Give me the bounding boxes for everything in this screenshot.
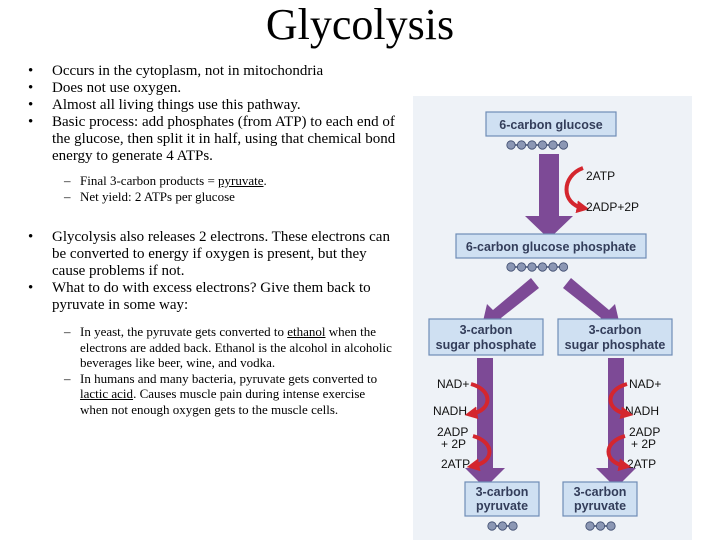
sugar-phosphate-right-line2: sugar phosphate bbox=[565, 338, 666, 352]
sub-item-final-products: Final 3-carbon products = pyruvate. bbox=[64, 173, 400, 189]
glucose-label: 6-carbon glucose bbox=[499, 118, 603, 132]
bullet-item: Basic process: add phosphates (from ATP)… bbox=[28, 114, 400, 165]
pyruvate-beads-right bbox=[585, 521, 616, 531]
atp-out-label-left: 2ATP bbox=[441, 457, 470, 471]
sub-text: Net yield: 2 ATPs per glucose bbox=[80, 188, 235, 204]
atp-curve-right bbox=[606, 434, 632, 472]
bullet-item: Does not use oxygen. bbox=[28, 80, 400, 97]
sugar-phosphate-left-line2: sugar phosphate bbox=[436, 338, 537, 352]
page-title: Glycolysis bbox=[265, 0, 455, 49]
glucose-beads bbox=[506, 140, 569, 150]
pyruvate-box-right bbox=[562, 481, 638, 517]
sub-text: In humans and many bacteria, pyruvate ge… bbox=[80, 370, 378, 386]
sub-list-top: Final 3-carbon products = pyruvate. Net … bbox=[64, 173, 400, 204]
pyruvate-box-left bbox=[464, 481, 540, 517]
sub-item-net-yield: Net yield: 2 ATPs per glucose bbox=[64, 189, 400, 205]
adp-label-left-2: + 2P bbox=[441, 437, 466, 451]
sub-item-humans: In humans and many bacteria, pyruvate ge… bbox=[64, 371, 394, 418]
nad-label-left: NAD+ bbox=[437, 377, 469, 391]
pyruvate-left-line1: 3-carbon bbox=[476, 485, 529, 499]
pyruvate-right-line2: pyruvate bbox=[574, 499, 626, 513]
pyruvate-left-line2: pyruvate bbox=[476, 499, 528, 513]
sub-text: . bbox=[263, 173, 267, 188]
bullet-item: Almost all living things use this pathwa… bbox=[28, 97, 400, 114]
nad-label-right: NAD+ bbox=[629, 377, 661, 391]
split-arrow-left bbox=[481, 278, 539, 330]
glucose-phosphate-label: 6-carbon glucose phosphate bbox=[466, 240, 636, 254]
sub-item-yeast: In yeast, the pyruvate gets converted to… bbox=[64, 324, 394, 371]
sugar-phosphate-left-line1: 3-carbon bbox=[460, 323, 513, 337]
glucose-box bbox=[485, 111, 617, 137]
nadh-label-right: NADH bbox=[625, 404, 659, 418]
glucose-phosphate-beads bbox=[506, 262, 569, 272]
lactic-acid-term: lactic acid bbox=[80, 386, 134, 401]
bullet-item: Occurs in the cytoplasm, not in mitochon… bbox=[28, 63, 400, 80]
sub-text: . Causes muscle pain during intense exer… bbox=[80, 386, 366, 417]
text-column: Occurs in the cytoplasm, not in mitochon… bbox=[28, 63, 400, 417]
adp-label-left-1: 2ADP bbox=[437, 425, 468, 439]
sugar-phosphate-box-left bbox=[428, 318, 544, 356]
sub-text: In yeast, the pyruvate gets converted to bbox=[80, 324, 288, 339]
nad-curve-left bbox=[464, 382, 490, 420]
diagram-svg: 6-carbon glucose 2ATP 2ADP+2P 6-carbon g… bbox=[428, 111, 673, 531]
adp-label-right-1: 2ADP bbox=[629, 425, 660, 439]
adp-out-label: 2ADP+2P bbox=[586, 200, 639, 214]
down-arrow-right bbox=[596, 358, 636, 488]
sub-list-bottom: In yeast, the pyruvate gets converted to… bbox=[64, 324, 394, 417]
bullet-item: What to do with excess electrons? Give t… bbox=[28, 280, 400, 314]
pyruvate-beads-left bbox=[487, 521, 518, 531]
atp-out-label-right: 2ATP bbox=[627, 457, 656, 471]
split-arrow-right bbox=[563, 278, 621, 330]
sub-text: when the electrons are added back. Ethan… bbox=[80, 324, 392, 370]
down-arrow-left bbox=[465, 358, 505, 488]
atp-in-label: 2ATP bbox=[586, 169, 615, 183]
sub-text: Final 3-carbon products = bbox=[80, 173, 219, 188]
bullet-list-bottom: Glycolysis also releases 2 electrons. Th… bbox=[28, 229, 400, 314]
glucose-phosphate-box bbox=[455, 233, 647, 259]
atp-curve-left bbox=[466, 434, 492, 472]
pyruvate-term: pyruvate bbox=[218, 173, 264, 188]
bullet-list-top: Occurs in the cytoplasm, not in mitochon… bbox=[28, 63, 400, 165]
atp-curve bbox=[564, 166, 590, 214]
bullet-item: Glycolysis also releases 2 electrons. Th… bbox=[28, 229, 400, 280]
glycolysis-diagram: 6-carbon glucose 2ATP 2ADP+2P 6-carbon g… bbox=[413, 96, 692, 540]
adp-label-right-2: + 2P bbox=[631, 437, 656, 451]
nad-curve-right bbox=[608, 382, 634, 420]
sugar-phosphate-box-right bbox=[557, 318, 673, 356]
nadh-label-left: NADH bbox=[433, 404, 467, 418]
ethanol-term: ethanol bbox=[287, 324, 326, 339]
down-arrow-1 bbox=[525, 154, 573, 239]
sugar-phosphate-right-line1: 3-carbon bbox=[589, 323, 642, 337]
pyruvate-right-line1: 3-carbon bbox=[574, 485, 627, 499]
